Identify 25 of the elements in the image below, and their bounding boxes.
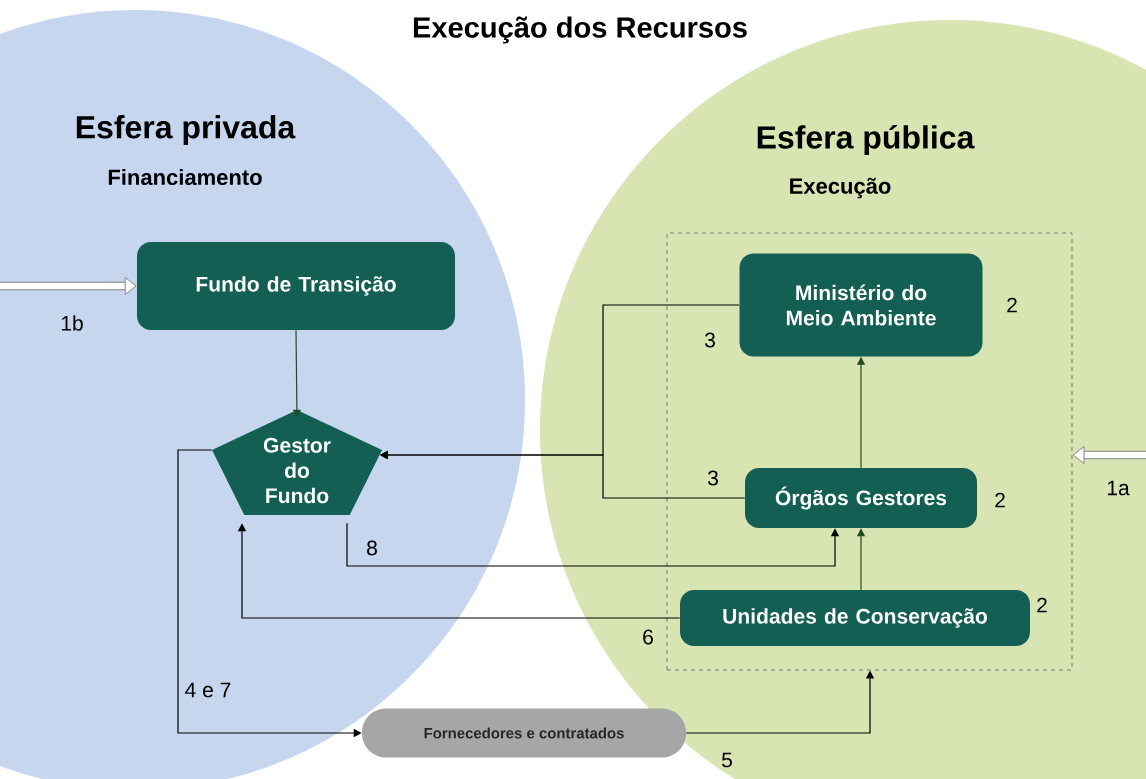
process-box: Ministério do Meio Ambiente bbox=[739, 253, 983, 357]
edge-label: 4 e 7 bbox=[185, 682, 231, 698]
arrow bbox=[1072, 446, 1146, 464]
edge-label: 3 bbox=[704, 332, 715, 348]
edge-label: 6 bbox=[643, 629, 653, 645]
edge-label: 1b bbox=[61, 315, 83, 331]
process-box: Unidades de Conservação bbox=[680, 590, 1030, 646]
edge-label: 5 bbox=[722, 752, 732, 768]
sphere-heading: Esfera privada bbox=[76, 115, 296, 145]
pentagon: Gestor do Fundo bbox=[212, 410, 382, 515]
dashed-box bbox=[666, 232, 1073, 671]
number-label: 2 bbox=[1037, 597, 1047, 613]
sphere-heading: Esfera pública bbox=[757, 124, 975, 156]
edge-label: 3 bbox=[707, 470, 718, 486]
number-label: 2 bbox=[1007, 297, 1017, 313]
rounded-box: Fornecedores e contratados bbox=[362, 708, 686, 758]
process-box: Fundo de Transição bbox=[137, 242, 455, 330]
title: Execução dos Recursos bbox=[413, 16, 747, 44]
edge-label: 8 bbox=[367, 540, 377, 556]
sphere-subheading: Execução bbox=[790, 177, 891, 199]
sphere-subheading: Financiamento bbox=[108, 168, 262, 186]
number-label: 2 bbox=[995, 492, 1005, 508]
edge-label: 1a bbox=[1107, 480, 1130, 496]
arrow bbox=[0, 277, 137, 295]
process-box: Órgãos Gestores bbox=[745, 468, 977, 528]
